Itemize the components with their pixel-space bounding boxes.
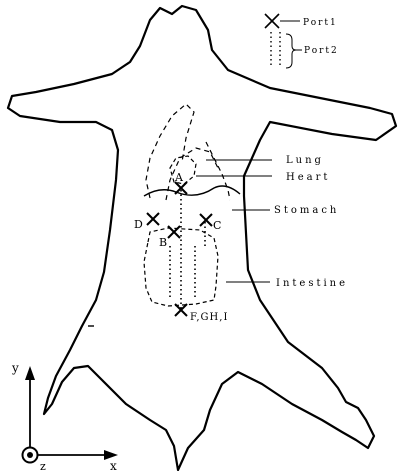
intestine-label: Intestine	[276, 278, 348, 289]
z-axis-label: z	[40, 460, 46, 471]
point-b-label: B	[159, 236, 167, 249]
lung-outline-inner	[166, 148, 218, 200]
lung-label: Lung	[286, 155, 324, 166]
y-axis-label: y	[11, 361, 19, 375]
port-marker-d	[147, 213, 159, 225]
lung-outline-left	[146, 104, 194, 198]
legend-port2-label: Port2	[304, 46, 339, 56]
port-marker-b	[168, 226, 180, 238]
heart-label: Heart	[286, 172, 330, 183]
stomach-outline	[144, 186, 240, 196]
port-marker-fghi	[175, 304, 187, 316]
point-a-label: A	[174, 171, 184, 184]
legend-port1-marker	[265, 14, 279, 28]
x-axis-label: x	[110, 459, 117, 471]
point-fghi-label: F,GH,I	[190, 312, 228, 323]
legend-port2-brace	[286, 34, 296, 68]
point-c-label: C	[213, 219, 221, 232]
body-outline	[8, 6, 396, 470]
legend-port1-label: Port1	[303, 18, 338, 28]
point-d-label: D	[134, 218, 143, 231]
port-marker-c	[200, 214, 212, 226]
stomach-label: Stomach	[274, 205, 339, 216]
y-axis-arrowhead	[25, 366, 35, 380]
z-axis-dot	[27, 452, 33, 458]
